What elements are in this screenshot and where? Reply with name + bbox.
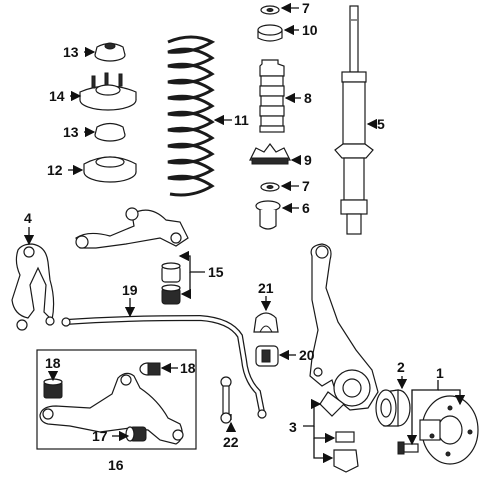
leader-lines	[23, 2, 466, 464]
stabilizer-bracket-21	[253, 312, 279, 333]
nut-7-lower	[260, 182, 280, 192]
callout-16: 16	[108, 457, 124, 473]
callout-12: 12	[47, 162, 63, 178]
callout-20: 20	[299, 347, 315, 363]
strut-assembly-5	[334, 5, 374, 235]
bump-stop-6	[255, 200, 281, 230]
callout-18-left: 18	[45, 355, 61, 371]
bushing-17	[125, 426, 147, 442]
nut-7-top	[260, 5, 280, 15]
callout-7-top: 7	[302, 0, 310, 16]
callout-14: 14	[49, 88, 65, 104]
ball-joint-3a	[319, 391, 345, 417]
bushing-10	[257, 24, 283, 42]
lower-control-arm	[39, 372, 184, 445]
callout-15: 15	[208, 264, 224, 280]
callout-13-top: 13	[63, 44, 79, 60]
bushing-18-right	[139, 362, 161, 376]
callout-8: 8	[304, 90, 312, 106]
callout-10: 10	[302, 22, 318, 38]
callout-2: 2	[397, 359, 405, 375]
callout-17: 17	[92, 428, 108, 444]
callout-6: 6	[302, 200, 310, 216]
ball-joint-3b	[335, 431, 355, 443]
callout-4: 4	[24, 210, 32, 226]
steering-knuckle	[309, 243, 379, 411]
callout-11: 11	[234, 112, 249, 128]
callout-18-right: 18	[180, 360, 196, 376]
stabilizer-link-22	[220, 376, 232, 424]
wheel-bearing-2	[375, 389, 411, 427]
upper-insulator-13-top	[94, 42, 126, 62]
callout-13-bottom: 13	[63, 124, 79, 140]
lower-insulator-13-bottom	[94, 122, 126, 142]
callout-3: 3	[289, 419, 297, 435]
hub-assembly-1	[419, 395, 479, 465]
hub-bolt	[397, 441, 419, 455]
knuckle-4	[11, 243, 55, 331]
lower-arm-callout-box	[36, 349, 197, 450]
upper-mount-9	[249, 143, 291, 165]
callout-19: 19	[122, 282, 138, 298]
bushing-18-left	[43, 378, 63, 399]
stabilizer-bar-19	[61, 314, 267, 419]
callout-22: 22	[223, 434, 239, 450]
callout-7-lower: 7	[302, 178, 310, 194]
dust-boot-8	[259, 59, 285, 133]
callout-9: 9	[304, 152, 312, 168]
stabilizer-bushing-20	[255, 345, 279, 367]
callout-5: 5	[377, 116, 385, 132]
spring-seat-12	[83, 156, 137, 183]
arm-bushing-15b	[161, 284, 181, 305]
upper-control-arm	[75, 207, 189, 249]
arm-bushing-15a	[161, 262, 181, 283]
ball-joint-3c	[333, 449, 359, 473]
callout-21: 21	[258, 280, 274, 296]
coil-spring-11	[167, 35, 216, 197]
callout-1: 1	[436, 365, 444, 381]
spring-mount-14	[79, 72, 137, 111]
